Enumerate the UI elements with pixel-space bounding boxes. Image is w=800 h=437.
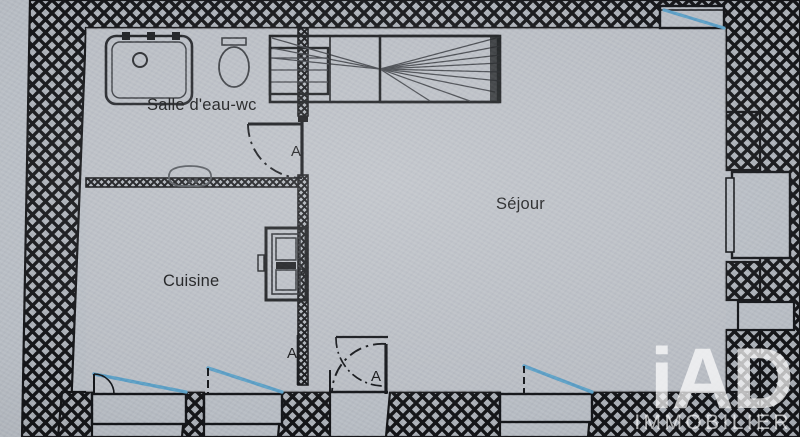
stair-stringer <box>490 36 500 102</box>
door-handle-icon <box>297 258 305 266</box>
window-opening-indicator <box>522 364 594 394</box>
interior-door-elevation <box>257 226 308 302</box>
partition-horizontal <box>85 177 299 188</box>
door-swing-entry[interactable] <box>329 342 388 394</box>
door-arc-kitchen <box>335 336 387 387</box>
window-bottom-right[interactable] <box>498 364 594 424</box>
interior-floor <box>86 28 726 392</box>
wc-toilet <box>218 37 250 88</box>
shower-tray <box>104 32 194 106</box>
toilet-bowl-icon <box>218 46 250 88</box>
winder-staircase <box>268 34 502 104</box>
stair-treads <box>271 36 501 102</box>
cistern-icon <box>221 37 247 46</box>
basin-tap-icon <box>188 179 192 183</box>
window-bottom-mid[interactable] <box>202 366 284 426</box>
door-lock-icon <box>276 262 296 269</box>
door-swing-bathroom[interactable] <box>247 122 304 179</box>
niche-right-lower[interactable] <box>736 300 796 332</box>
shower-drain-icon <box>132 52 148 68</box>
interior-partitions <box>85 27 309 386</box>
door-swing-kitchen[interactable] <box>296 335 388 387</box>
door-arc-entry <box>331 342 387 393</box>
niche-right-upper[interactable] <box>725 170 792 260</box>
washbasin <box>168 165 212 187</box>
window-bottom-left[interactable] <box>90 372 188 426</box>
door-arc-bathroom <box>247 123 303 179</box>
window-opening-indicator <box>662 8 726 30</box>
window-top-right[interactable] <box>658 4 726 30</box>
window-opening-indicator <box>92 372 188 394</box>
door-jamb-top <box>298 116 308 122</box>
window-opening-indicator <box>206 366 284 394</box>
